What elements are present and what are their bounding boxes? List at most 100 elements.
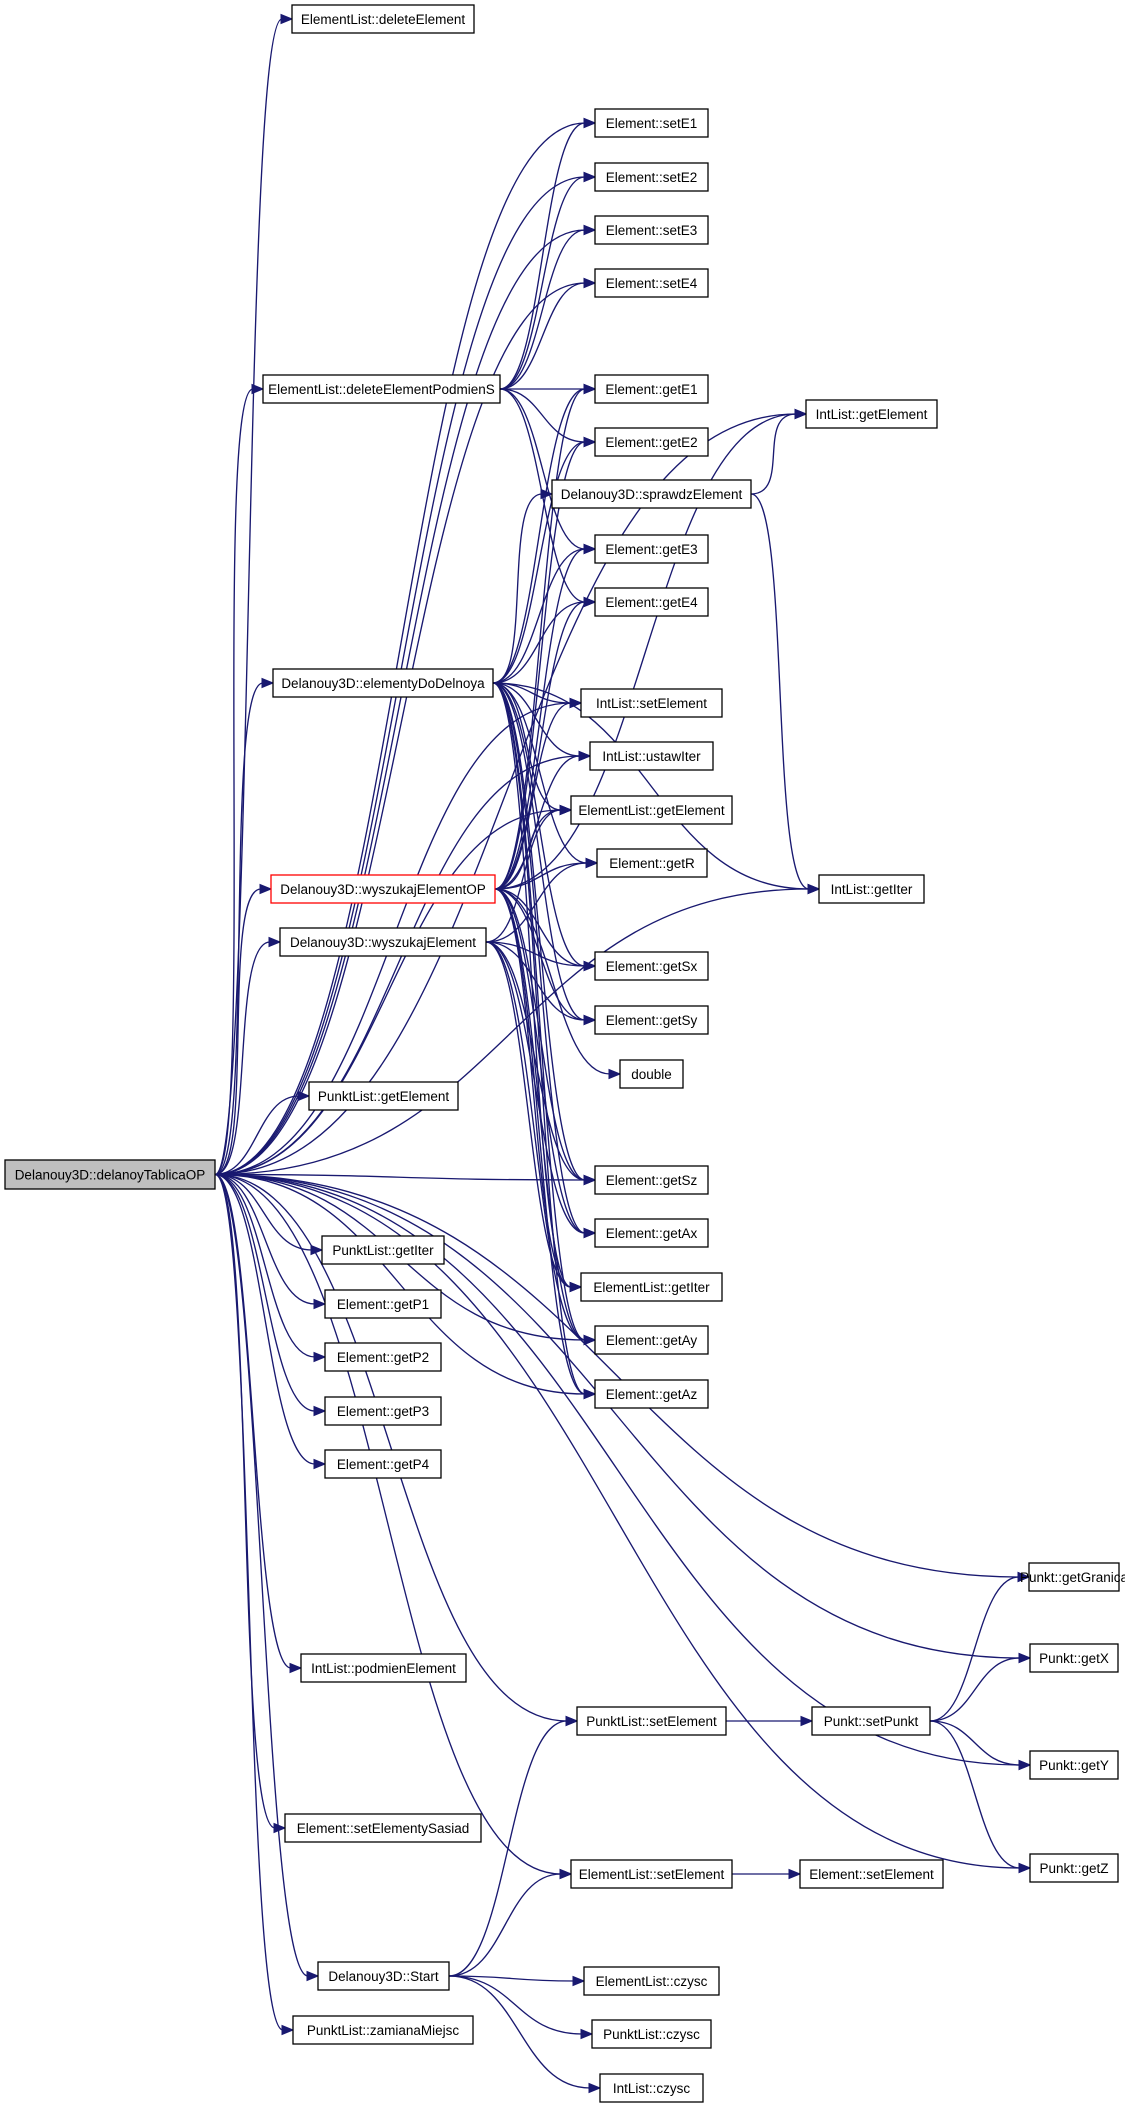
node-box[interactable] bbox=[324, 1449, 442, 1479]
node-delanouy3d-elementydodelnoya[interactable]: Delanouy3D::elementyDoDelnoya bbox=[272, 668, 494, 698]
node-element-getaz[interactable]: Element::getAz bbox=[594, 1379, 709, 1409]
node-box[interactable] bbox=[324, 1396, 442, 1426]
node-box[interactable] bbox=[594, 1218, 709, 1248]
node-element-gete1[interactable]: Element::getE1 bbox=[594, 374, 709, 404]
node-punkt-getz[interactable]: Punkt::getZ bbox=[1029, 1853, 1119, 1883]
node-delanouy3d-wyszukajelementop[interactable]: Delanouy3D::wyszukajElementOP bbox=[270, 874, 496, 904]
node-box[interactable] bbox=[594, 534, 709, 564]
node-punktlist-getelement[interactable]: PunktList::getElement bbox=[308, 1081, 459, 1111]
node-punktlist-czysc[interactable]: PunktList::czysc bbox=[591, 2019, 712, 2049]
node-element-getax[interactable]: Element::getAx bbox=[594, 1218, 709, 1248]
node-delanouy3d-wyszukajelement[interactable]: Delanouy3D::wyszukajElement bbox=[279, 927, 487, 957]
node-delanouy3d-delanoytablicaop[interactable]: Delanouy3D::delanoyTablicaOP bbox=[4, 1159, 216, 1190]
node-elementlist-deleteelement[interactable]: ElementList::deleteElement bbox=[291, 4, 475, 34]
node-box[interactable] bbox=[805, 399, 938, 429]
node-double[interactable]: double bbox=[619, 1059, 684, 1089]
node-element-gete2[interactable]: Element::getE2 bbox=[594, 427, 709, 457]
node-box[interactable] bbox=[576, 1706, 727, 1736]
node-element-setelementysasiad[interactable]: Element::setElementySasiad bbox=[284, 1813, 482, 1843]
node-element-gete4[interactable]: Element::getE4 bbox=[594, 587, 709, 617]
node-element-getp2[interactable]: Element::getP2 bbox=[324, 1342, 442, 1372]
node-box[interactable] bbox=[1029, 1853, 1119, 1883]
node-box[interactable] bbox=[818, 874, 925, 904]
node-box[interactable] bbox=[324, 1289, 442, 1319]
node-box[interactable] bbox=[1029, 1750, 1119, 1780]
node-punkt-setpunkt[interactable]: Punkt::setPunkt bbox=[811, 1706, 931, 1736]
node-punktlist-setelement[interactable]: PunktList::setElement bbox=[576, 1706, 727, 1736]
node-box[interactable] bbox=[811, 1706, 931, 1736]
node-intlist-podmienelement[interactable]: IntList::podmienElement bbox=[300, 1653, 467, 1683]
node-elementlist-setelement[interactable]: ElementList::setElement bbox=[570, 1859, 733, 1889]
node-element-setelement[interactable]: Element::setElement bbox=[799, 1859, 944, 1889]
node-box[interactable] bbox=[591, 2019, 712, 2049]
node-punktlist-getiter[interactable]: PunktList::getIter bbox=[321, 1235, 445, 1265]
node-intlist-getiter[interactable]: IntList::getIter bbox=[818, 874, 925, 904]
node-punkt-gety[interactable]: Punkt::getY bbox=[1029, 1750, 1119, 1780]
node-element-getp4[interactable]: Element::getP4 bbox=[324, 1449, 442, 1479]
node-box[interactable] bbox=[570, 1859, 733, 1889]
node-box[interactable] bbox=[551, 479, 752, 509]
node-delanouy3d-start[interactable]: Delanouy3D::Start bbox=[317, 1961, 450, 1991]
node-intlist-czysc[interactable]: IntList::czysc bbox=[599, 2073, 704, 2103]
node-box[interactable] bbox=[292, 2015, 474, 2045]
node-box[interactable] bbox=[279, 927, 487, 957]
node-element-sete2[interactable]: Element::setE2 bbox=[594, 162, 709, 192]
node-element-getsy[interactable]: Element::getSy bbox=[594, 1005, 709, 1035]
node-elementlist-czysc[interactable]: ElementList::czysc bbox=[583, 1966, 720, 1996]
node-box[interactable] bbox=[300, 1653, 467, 1683]
node-box[interactable] bbox=[580, 1272, 723, 1302]
node-box[interactable] bbox=[1028, 1562, 1120, 1592]
node-box[interactable] bbox=[270, 874, 496, 904]
node-box[interactable] bbox=[594, 427, 709, 457]
node-box[interactable] bbox=[570, 795, 733, 825]
node-elementlist-getelement[interactable]: ElementList::getElement bbox=[570, 795, 733, 825]
node-box[interactable] bbox=[284, 1813, 482, 1843]
node-box[interactable] bbox=[594, 1379, 709, 1409]
node-box[interactable] bbox=[594, 374, 709, 404]
node-box[interactable] bbox=[324, 1342, 442, 1372]
node-box[interactable] bbox=[594, 1325, 709, 1355]
node-punkt-getgranica[interactable]: Punkt::getGranica bbox=[1020, 1562, 1125, 1592]
node-box[interactable] bbox=[594, 1165, 709, 1195]
node-box[interactable] bbox=[580, 688, 723, 718]
node-box[interactable] bbox=[1029, 1643, 1119, 1673]
node-intlist-getelement[interactable]: IntList::getElement bbox=[805, 399, 938, 429]
node-element-getr[interactable]: Element::getR bbox=[596, 848, 708, 878]
node-box[interactable] bbox=[4, 1159, 216, 1190]
node-element-getp3[interactable]: Element::getP3 bbox=[324, 1396, 442, 1426]
node-box[interactable] bbox=[589, 741, 714, 771]
node-box[interactable] bbox=[594, 268, 709, 298]
node-box[interactable] bbox=[317, 1961, 450, 1991]
node-elementlist-deleteelementpodmiens[interactable]: ElementList::deleteElementPodmienS bbox=[262, 374, 501, 404]
node-box[interactable] bbox=[262, 374, 501, 404]
node-punktlist-zamianamiejsc[interactable]: PunktList::zamianaMiejsc bbox=[292, 2015, 474, 2045]
node-element-getsz[interactable]: Element::getSz bbox=[594, 1165, 709, 1195]
node-elementlist-getiter[interactable]: ElementList::getIter bbox=[580, 1272, 723, 1302]
node-element-getsx[interactable]: Element::getSx bbox=[594, 951, 709, 981]
node-box[interactable] bbox=[594, 215, 709, 245]
node-box[interactable] bbox=[583, 1966, 720, 1996]
node-box[interactable] bbox=[321, 1235, 445, 1265]
node-element-sete4[interactable]: Element::setE4 bbox=[594, 268, 709, 298]
node-punkt-getx[interactable]: Punkt::getX bbox=[1029, 1643, 1119, 1673]
node-element-getay[interactable]: Element::getAy bbox=[594, 1325, 709, 1355]
node-element-sete3[interactable]: Element::setE3 bbox=[594, 215, 709, 245]
node-box[interactable] bbox=[594, 162, 709, 192]
node-element-sete1[interactable]: Element::setE1 bbox=[594, 108, 709, 138]
node-box[interactable] bbox=[291, 4, 475, 34]
node-intlist-setelement[interactable]: IntList::setElement bbox=[580, 688, 723, 718]
node-box[interactable] bbox=[594, 1005, 709, 1035]
node-box[interactable] bbox=[308, 1081, 459, 1111]
node-box[interactable] bbox=[594, 587, 709, 617]
node-box[interactable] bbox=[594, 951, 709, 981]
node-intlist-ustawiter[interactable]: IntList::ustawIter bbox=[589, 741, 714, 771]
node-box[interactable] bbox=[596, 848, 708, 878]
node-element-getp1[interactable]: Element::getP1 bbox=[324, 1289, 442, 1319]
node-box[interactable] bbox=[272, 668, 494, 698]
node-box[interactable] bbox=[619, 1059, 684, 1089]
node-element-gete3[interactable]: Element::getE3 bbox=[594, 534, 709, 564]
node-delanouy3d-sprawdzelement[interactable]: Delanouy3D::sprawdzElement bbox=[551, 479, 752, 509]
node-box[interactable] bbox=[599, 2073, 704, 2103]
node-box[interactable] bbox=[799, 1859, 944, 1889]
node-box[interactable] bbox=[594, 108, 709, 138]
